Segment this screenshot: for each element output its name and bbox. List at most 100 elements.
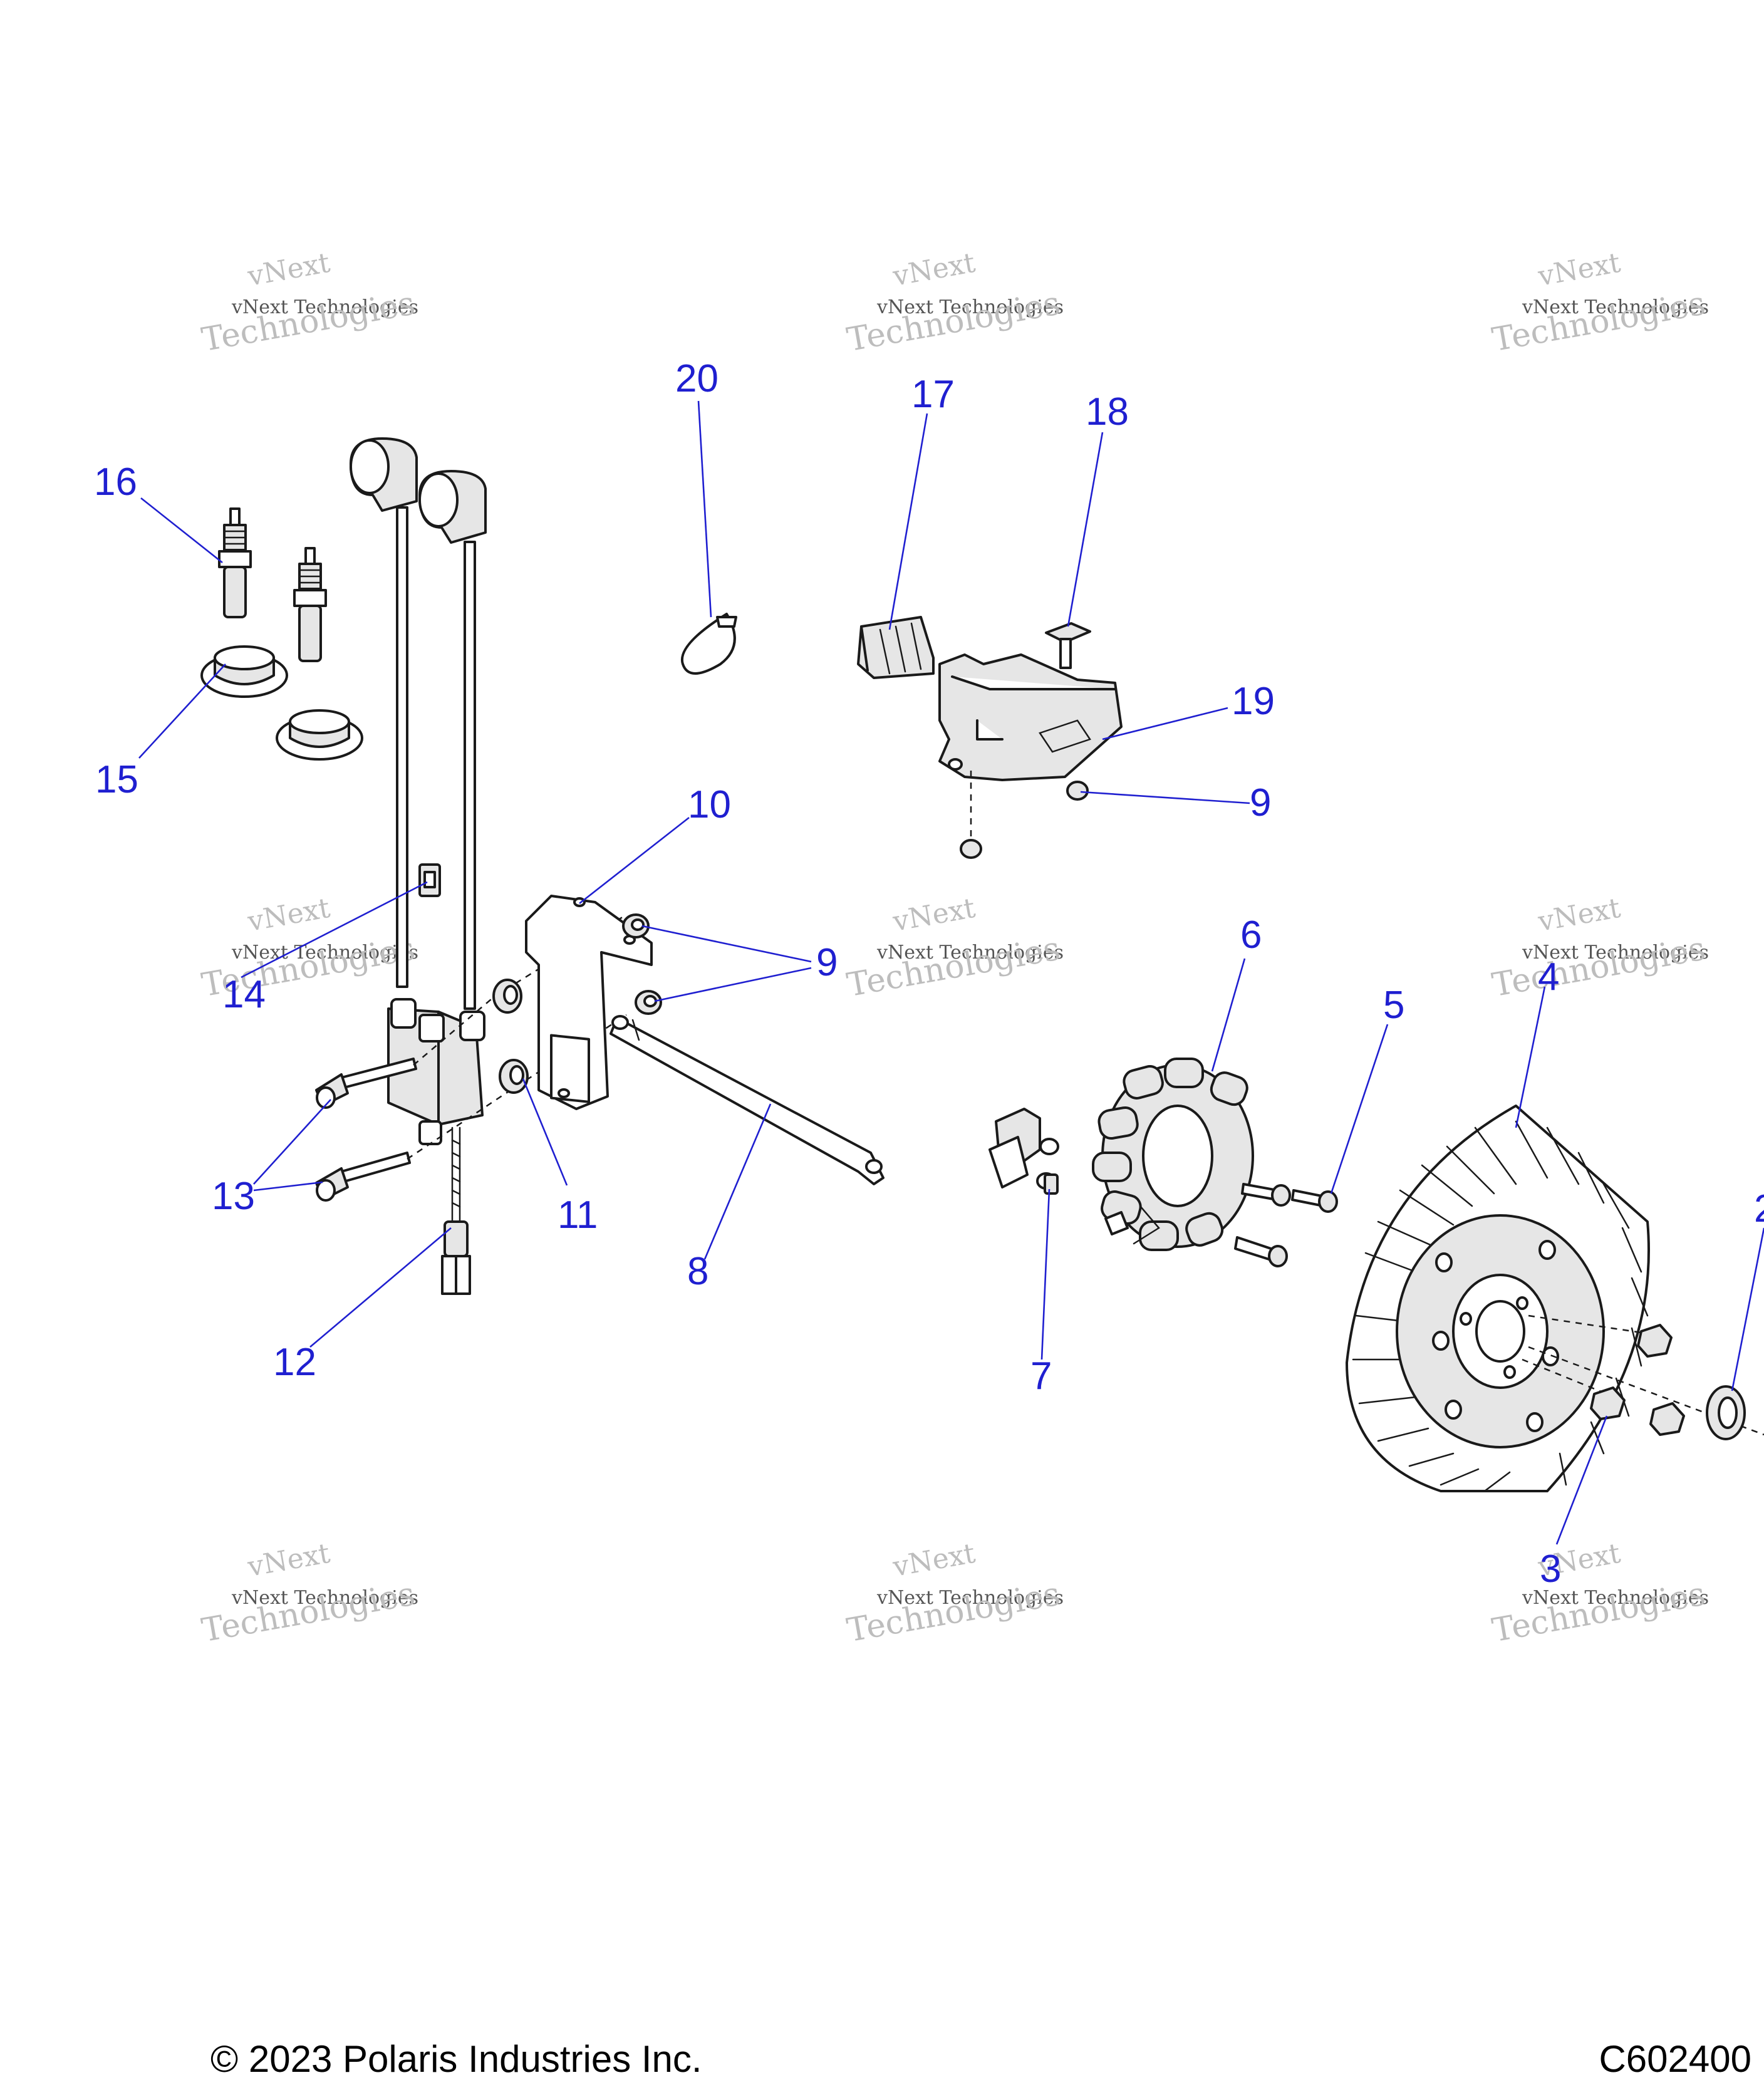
callout-7: 7 — [1030, 1354, 1052, 1398]
watermark: vNext vNext Technologies Technologies — [844, 247, 1064, 359]
watermark: vNext vNext Technologies Technologies — [844, 1537, 1064, 1650]
watermark-line1: vNext — [245, 892, 333, 938]
plug-washer — [200, 645, 288, 698]
callout-9-bracket: 9 — [816, 941, 838, 984]
callout-2: 2 — [1754, 1187, 1764, 1230]
watermark-line1: vNext — [890, 892, 978, 938]
callout-6: 6 — [1240, 913, 1262, 957]
module-nut — [960, 839, 982, 859]
leader-6 — [1211, 958, 1246, 1072]
callout-11: 11 — [558, 1193, 598, 1237]
callout-3: 3 — [1540, 1547, 1561, 1591]
callout-14: 14 — [222, 973, 266, 1016]
assembly-line — [407, 1014, 627, 1160]
watermark-line1: vNext — [1535, 892, 1623, 938]
leader-9a — [641, 925, 812, 963]
stator-bolt — [1291, 1189, 1338, 1213]
copyright-notice: © 2023 Polaris Industries Inc. — [210, 2038, 702, 2080]
assembly-line — [1528, 1314, 1654, 1336]
callout-9-module: 9 — [1250, 781, 1271, 824]
pickup-screw — [1044, 1173, 1059, 1195]
callouts: 16 15 20 17 18 19 9 10 9 14 13 11 8 12 6… — [94, 357, 1764, 1591]
wire-connector — [857, 616, 935, 679]
flywheel-nut — [1649, 1402, 1685, 1436]
callout-19: 19 — [1232, 680, 1275, 723]
stator-bolt — [1234, 1236, 1288, 1267]
leader-10 — [579, 816, 690, 905]
cable-tie — [680, 613, 737, 675]
leader-18 — [1067, 432, 1104, 627]
leader-2 — [1731, 1227, 1764, 1391]
leader-11 — [522, 1078, 568, 1186]
ground-strap — [610, 1015, 885, 1185]
coil-bolt — [315, 1152, 411, 1202]
lock-washer — [1706, 1385, 1746, 1440]
callout-20: 20 — [675, 357, 719, 400]
screw — [1045, 622, 1091, 669]
leader-12 — [309, 1227, 452, 1348]
leader-4 — [1515, 986, 1546, 1128]
leader-20 — [697, 400, 712, 618]
watermark-line2: vNext Technologies — [1522, 942, 1709, 964]
spark-plug — [218, 507, 252, 618]
watermark: vNext vNext Technologies Technologies — [199, 247, 418, 359]
leader-5 — [1330, 1024, 1389, 1194]
callout-4: 4 — [1538, 955, 1559, 999]
voltage-regulator-module — [938, 653, 1123, 781]
callout-16: 16 — [94, 460, 137, 504]
watermark: vNext vNext Technologies Technologies — [844, 892, 1064, 1004]
ignition-coil-assembly — [350, 437, 487, 1295]
assembly-line — [1528, 1346, 1764, 1436]
watermark-line1: vNext — [890, 1537, 978, 1583]
leader-15 — [138, 663, 226, 759]
mounting-bracket — [525, 895, 653, 1110]
flywheel-nut — [1637, 1324, 1673, 1358]
leader-19 — [1102, 707, 1228, 741]
watermark-line2: vNext Technologies — [876, 296, 1064, 318]
flywheel — [1346, 1105, 1650, 1492]
spark-plug — [293, 547, 327, 662]
callout-12: 12 — [273, 1341, 316, 1384]
leader-7 — [1040, 1188, 1051, 1360]
watermark: vNext vNext Technologies Technologies — [1490, 247, 1709, 359]
watermark-line1: vNext — [890, 247, 978, 293]
flange-nut — [622, 913, 650, 939]
watermark-line2: vNext Technologies — [1522, 296, 1709, 318]
leader-3 — [1555, 1415, 1608, 1545]
watermark-line1: vNext — [245, 1537, 333, 1583]
watermark-line2: vNext Technologies — [876, 1587, 1064, 1609]
leader-13a — [253, 1099, 331, 1185]
module-nut — [1066, 781, 1089, 801]
callout-17: 17 — [911, 373, 955, 416]
watermark-line2: vNext Technologies — [231, 296, 418, 318]
watermark: vNext vNext Technologies Technologies — [199, 1537, 418, 1650]
leader-9b — [654, 967, 812, 1002]
watermark: vNext vNext Technologies Technologies — [1490, 1537, 1709, 1650]
leader-16 — [140, 497, 223, 564]
grommet — [492, 979, 522, 1014]
leader-14 — [241, 881, 428, 979]
callout-15: 15 — [95, 758, 138, 801]
stator — [1092, 1058, 1254, 1251]
diagram-code: C602400 — [1599, 2038, 1751, 2080]
watermark: vNext vNext Technologies Technologies — [1490, 892, 1709, 1004]
callout-13: 13 — [212, 1175, 255, 1218]
leader-13b — [253, 1181, 323, 1192]
callout-8: 8 — [687, 1250, 708, 1293]
leader-8 — [703, 1103, 772, 1260]
plug-washer — [276, 709, 363, 761]
assembly-line — [1522, 1358, 1623, 1401]
leader-17 — [888, 413, 928, 630]
flywheel-nut — [1590, 1386, 1626, 1420]
stator-bolt — [1241, 1183, 1291, 1207]
watermark-line2: vNext Technologies — [1522, 1587, 1709, 1609]
leader-lines — [138, 400, 1764, 1545]
grommet — [499, 1059, 529, 1094]
watermark-line2: vNext Technologies — [876, 942, 1064, 964]
callout-10: 10 — [688, 783, 731, 826]
watermark-line1: vNext — [245, 247, 333, 293]
coil-bolt — [315, 1058, 417, 1109]
watermark-line2: vNext Technologies — [231, 942, 418, 964]
watermark-line2: vNext Technologies — [231, 1587, 418, 1609]
